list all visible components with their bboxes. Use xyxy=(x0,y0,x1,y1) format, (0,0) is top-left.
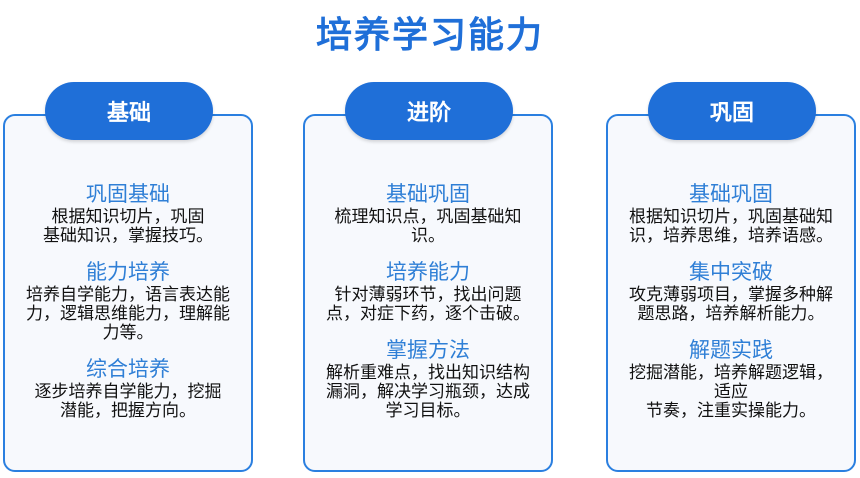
section-body: 针对薄弱环节，找出问题点，对症下药，逐个击破。 xyxy=(326,285,530,324)
section: 巩固基础 根据知识切片，巩固基础知识，掌握技巧。 xyxy=(5,180,251,246)
section: 能力培养 培养自学能力，语言表达能力，逻辑思维能力，理解能力等。 xyxy=(5,258,251,343)
section-title: 解题实践 xyxy=(689,338,773,362)
section: 培养能力 针对薄弱环节，找出问题点，对症下药，逐个击破。 xyxy=(305,258,551,324)
section-body: 解析重难点，找出知识结构漏洞，解决学习瓶颈，达成学习目标。 xyxy=(326,363,530,421)
column-box xyxy=(303,114,553,472)
section-title: 能力培养 xyxy=(86,260,170,284)
section-body: 根据知识切片，巩固基础知识，培养思维，培养语感。 xyxy=(629,207,833,246)
column-box xyxy=(606,114,856,472)
section-title: 掌握方法 xyxy=(386,338,470,362)
column-box xyxy=(3,114,253,472)
section-body: 挖掘潜能，培养解题逻辑，适应节奏，注重实操能力。 xyxy=(629,363,833,421)
section-body: 培养自学能力，语言表达能力，逻辑思维能力，理解能力等。 xyxy=(26,285,230,343)
section: 综合培养 逐步培养自学能力，挖掘潜能，把握方向。 xyxy=(5,355,251,421)
section-title: 基础巩固 xyxy=(386,182,470,206)
section-body: 根据知识切片，巩固基础知识，掌握技巧。 xyxy=(43,207,213,246)
column-advanced: 进阶 基础巩固 梳理知识点，巩固基础知识。 培养能力 针对薄弱环节，找出问题点，… xyxy=(303,82,553,472)
column-label-pill: 进阶 xyxy=(345,82,513,140)
column-sections: 巩固基础 根据知识切片，巩固基础知识，掌握技巧。 能力培养 培养自学能力，语言表… xyxy=(5,180,251,433)
section-title: 综合培养 xyxy=(86,357,170,381)
section-title: 巩固基础 xyxy=(86,182,170,206)
column-basic: 基础 巩固基础 根据知识切片，巩固基础知识，掌握技巧。 能力培养 培养自学能力，… xyxy=(3,82,253,472)
column-sections: 基础巩固 梳理知识点，巩固基础知识。 培养能力 针对薄弱环节，找出问题点，对症下… xyxy=(305,180,551,433)
column-label-pill: 巩固 xyxy=(648,82,816,140)
column-label-pill: 基础 xyxy=(45,82,213,140)
section: 基础巩固 梳理知识点，巩固基础知识。 xyxy=(305,180,551,246)
section-title: 基础巩固 xyxy=(689,182,773,206)
section: 集中突破 攻克薄弱项目，掌握多种解题思路，培养解析能力。 xyxy=(608,258,854,324)
section: 掌握方法 解析重难点，找出知识结构漏洞，解决学习瓶颈，达成学习目标。 xyxy=(305,336,551,421)
section-body: 逐步培养自学能力，挖掘潜能，把握方向。 xyxy=(34,382,222,421)
section-body: 攻克薄弱项目，掌握多种解题思路，培养解析能力。 xyxy=(629,285,833,324)
section: 解题实践 挖掘潜能，培养解题逻辑，适应节奏，注重实操能力。 xyxy=(608,336,854,421)
column-sections: 基础巩固 根据知识切片，巩固基础知识，培养思维，培养语感。 集中突破 攻克薄弱项… xyxy=(608,180,854,433)
section-title: 集中突破 xyxy=(689,260,773,284)
section-title: 培养能力 xyxy=(386,260,470,284)
section: 基础巩固 根据知识切片，巩固基础知识，培养思维，培养语感。 xyxy=(608,180,854,246)
page-title: 培养学习能力 xyxy=(315,15,544,56)
section-body: 梳理知识点，巩固基础知识。 xyxy=(334,207,522,246)
column-consolidate: 巩固 基础巩固 根据知识切片，巩固基础知识，培养思维，培养语感。 集中突破 攻克… xyxy=(606,82,856,472)
